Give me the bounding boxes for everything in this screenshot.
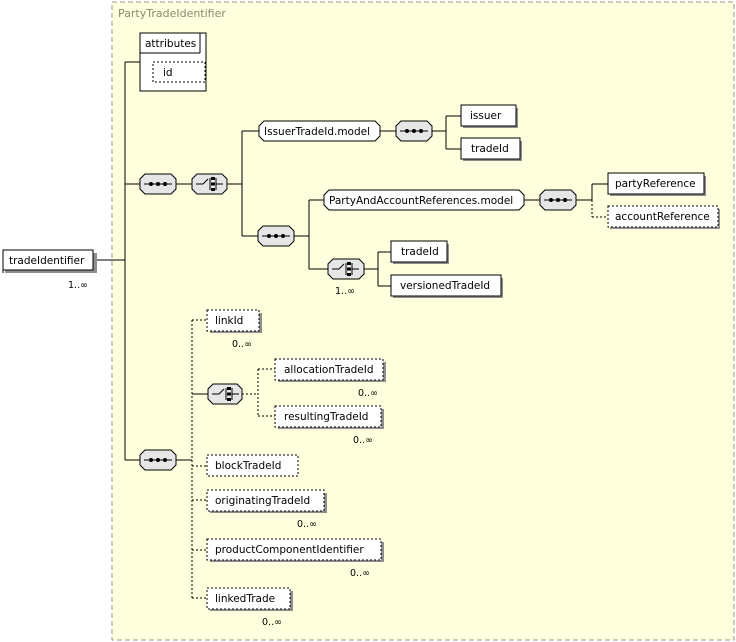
element-resultingtradeid-occurrence: 0..∞ — [353, 435, 373, 446]
element-accountreference-label: accountReference — [615, 211, 710, 223]
element-linkid[interactable]: linkId 0..∞ — [206, 309, 262, 350]
element-tradeid-choice[interactable]: tradeId — [390, 240, 449, 264]
element-resultingtradeid-label: resultingTradeId — [284, 411, 368, 423]
element-allocationtradeid-label: allocationTradeId — [284, 364, 374, 376]
complex-type-panel: PartyTradeIdentifier — [111, 1, 735, 641]
element-resultingtradeid[interactable]: resultingTradeId 0..∞ — [274, 405, 384, 446]
sequence-connector-party[interactable] — [257, 225, 295, 247]
element-accountreference[interactable]: accountReference — [607, 205, 720, 229]
root-element-label: tradeIdentifier — [9, 255, 85, 267]
element-originatingtradeid-occurrence: 0..∞ — [297, 519, 317, 530]
element-issuer-label: issuer — [470, 110, 502, 122]
element-blocktradeid[interactable]: blockTradeId — [206, 454, 299, 477]
element-issuer[interactable]: issuer — [460, 104, 518, 128]
root-element-tradeidentifier[interactable]: tradeIdentifier 1..∞ — [2, 249, 97, 291]
element-productcomponentidentifier-label: productComponentIdentifier — [215, 544, 364, 556]
sequence-connector-top[interactable] — [139, 173, 177, 195]
element-partyreference[interactable]: partyReference — [607, 172, 706, 196]
group-issuertradeid-label: IssuerTradeId.model — [264, 126, 370, 138]
element-originatingtradeid[interactable]: originatingTradeId 0..∞ — [206, 489, 327, 530]
element-allocationtradeid-occurrence: 0..∞ — [358, 388, 378, 399]
element-allocationtradeid[interactable]: allocationTradeId 0..∞ — [274, 358, 386, 399]
sequence-connector-issuer[interactable] — [395, 120, 433, 142]
connector-lines — [96, 61, 608, 599]
attributes-label: attributes — [145, 38, 196, 50]
element-versionedtradeid-label: versionedTradeId — [400, 280, 490, 292]
attributes-group[interactable]: attributes id — [139, 32, 207, 92]
element-linkedtrade-label: linkedTrade — [215, 593, 275, 605]
choice-connector-trade[interactable]: 1..∞ — [327, 258, 365, 297]
element-linkid-occurrence: 0..∞ — [232, 339, 252, 350]
sequence-connector-party-model[interactable] — [539, 189, 577, 211]
choice-connector-optional[interactable] — [207, 383, 243, 405]
group-issuertradeid-model[interactable]: IssuerTradeId.model — [258, 120, 381, 142]
attribute-id-label: id — [163, 67, 173, 79]
sequence-connector-bottom[interactable] — [139, 449, 177, 471]
element-versionedtradeid[interactable]: versionedTradeId — [390, 274, 503, 298]
element-blocktradeid-label: blockTradeId — [215, 460, 281, 472]
choice-connector-main[interactable] — [191, 173, 228, 195]
root-element-occurrence: 1..∞ — [68, 280, 88, 291]
element-productcomponentidentifier-occurrence: 0..∞ — [350, 568, 370, 579]
complex-type-name: PartyTradeIdentifier — [118, 7, 226, 20]
element-tradeid-choice-label: tradeId — [401, 246, 439, 258]
element-linkid-label: linkId — [215, 315, 243, 327]
element-productcomponentidentifier[interactable]: productComponentIdentifier 0..∞ — [206, 538, 384, 579]
element-linkedtrade[interactable]: linkedTrade 0..∞ — [206, 587, 293, 628]
element-linkedtrade-occurrence: 0..∞ — [262, 617, 282, 628]
choice-trade-occurrence: 1..∞ — [335, 286, 355, 297]
element-tradeid-issuer[interactable]: tradeId — [460, 137, 522, 161]
element-tradeid-label: tradeId — [471, 143, 509, 155]
group-partyandaccountreferences-model[interactable]: PartyAndAccountReferences.model — [323, 189, 525, 211]
group-partyandaccount-label: PartyAndAccountReferences.model — [329, 195, 513, 207]
element-originatingtradeid-label: originatingTradeId — [215, 495, 310, 507]
element-partyreference-label: partyReference — [615, 178, 696, 190]
